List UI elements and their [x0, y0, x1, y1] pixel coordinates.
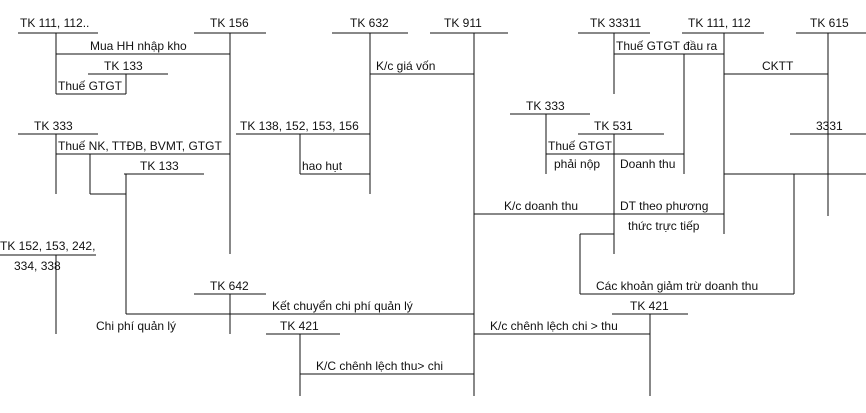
- account-label-tk333-mid: TK 333: [526, 99, 565, 113]
- entry-label-thue-gtgt-2: Thuế GTGT: [548, 139, 613, 153]
- account-label-tk133-mid: TK 133: [140, 159, 179, 173]
- account-label-tk911: TK 911: [444, 16, 482, 30]
- account-label-tk152-group-line1: TK 152, 153, 242,: [0, 239, 95, 253]
- entry-label-hao-hut: hao hụt: [302, 159, 343, 173]
- account-label-tk615: TK 615: [810, 16, 849, 30]
- account-label-tk531: TK 531: [594, 119, 633, 133]
- entry-label-kc-chenh-lech-chi: K/c chênh lệch chi > thu: [490, 319, 618, 333]
- entry-label-cac-khoan-giam-tru: Các khoản giảm trừ doanh thu: [596, 279, 758, 293]
- account-label-tk33311: TK 33311: [590, 16, 641, 30]
- entry-label-thue-gtgt-dau-ra: Thuế GTGT đầu ra: [616, 39, 717, 53]
- entry-label-thue-gtgt: Thuế GTGT: [58, 79, 123, 93]
- account-label-tk642: TK 642: [210, 279, 249, 293]
- entry-label-chi-phi-quan-ly: Chi phí quản lý: [96, 319, 176, 333]
- account-label-tk111-112: TK 111, 112: [688, 16, 751, 30]
- account-label-tk111-112-dots: TK 111, 112..: [20, 16, 89, 30]
- entry-label-doanh-thu: Doanh thu: [620, 157, 675, 171]
- account-label-tk133-top: TK 133: [104, 59, 143, 73]
- account-label-3331: 3331: [816, 119, 843, 133]
- account-label-tk632: TK 632: [350, 16, 389, 30]
- entry-label-ket-chuyen-cpql: Kết chuyển chi phí quản lý: [272, 299, 413, 313]
- entry-label-kc-chenh-lech-thu: K/C chênh lệch thu> chi: [316, 359, 443, 373]
- entry-label-dt-theo-phuong: DT theo phương: [620, 199, 708, 213]
- account-label-tk421-right: TK 421: [630, 299, 669, 313]
- account-label-tk138-group: TK 138, 152, 153, 156: [240, 119, 359, 133]
- entry-label-cktt: CKTT: [762, 59, 794, 73]
- entry-label-kc-gia-von: K/c giá vốn: [376, 59, 435, 73]
- account-label-tk156: TK 156: [210, 16, 249, 30]
- entry-label-kc-doanh-thu: K/c doanh thu: [504, 199, 578, 213]
- account-label-tk333-left: TK 333: [34, 119, 73, 133]
- account-label-tk421-bottom: TK 421: [280, 319, 319, 333]
- entry-label-mua-hh: Mua HH nhập kho: [90, 39, 187, 53]
- entry-label-thuc-truc-tiep: thức trực tiếp: [628, 219, 700, 233]
- entry-label-phai-nop: phải nộp: [554, 157, 600, 171]
- account-label-tk152-group-line2: 334, 338: [14, 259, 61, 273]
- entry-label-thue-nk: Thuế NK, TTĐB, BVMT, GTGT: [58, 139, 222, 153]
